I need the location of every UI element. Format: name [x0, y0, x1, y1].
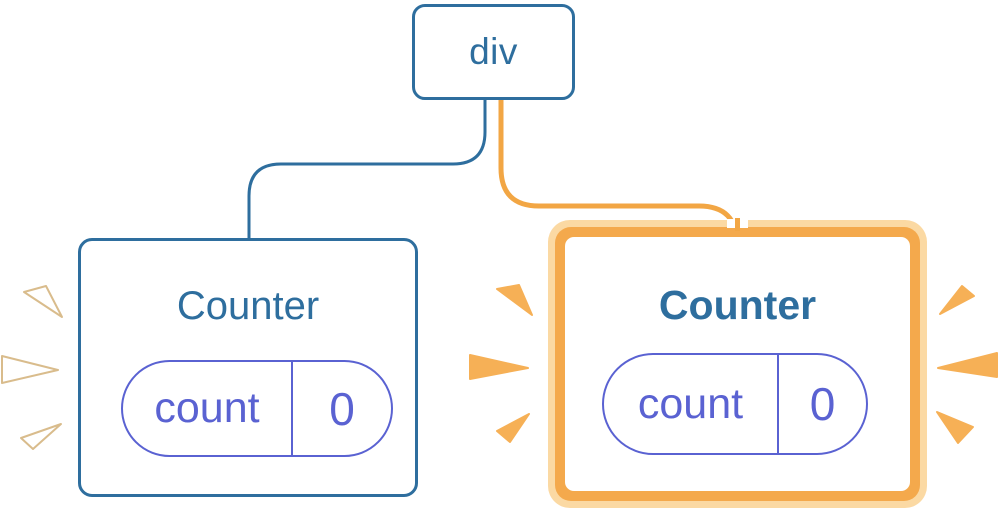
spark-icon [469, 354, 529, 380]
spark-icon [936, 411, 974, 444]
spark-icon [937, 352, 998, 378]
state-pill: count 0 [602, 353, 868, 455]
counter-card-right-highlight-ring: Counter count 0 [548, 220, 927, 508]
right-counter-burst-right [936, 285, 998, 444]
state-value: 0 [329, 382, 355, 435]
right-counter-burst-left [469, 284, 533, 443]
edge-entry-stub [735, 218, 740, 231]
state-pill: count 0 [121, 360, 393, 457]
spark-icon [1, 355, 59, 384]
counter-card-right-border: Counter count 0 [555, 227, 920, 501]
edge-to-left-counter [247, 99, 487, 240]
spark-icon [496, 413, 530, 443]
state-key: count [604, 355, 779, 453]
spark-icon [496, 284, 533, 316]
counter-card-right: Counter count 0 [565, 237, 910, 491]
root-node-div: div [412, 4, 575, 100]
root-node-label: div [469, 31, 518, 72]
spark-icon [23, 285, 63, 318]
counter-title: Counter [176, 284, 320, 328]
counter-title: Counter [658, 282, 817, 328]
spark-icon [20, 423, 62, 450]
state-value: 0 [809, 378, 836, 430]
left-counter-burst [1, 285, 63, 450]
state-key: count [123, 362, 293, 455]
counter-card-left: Counter count 0 [78, 238, 418, 497]
spark-icon [939, 285, 975, 315]
